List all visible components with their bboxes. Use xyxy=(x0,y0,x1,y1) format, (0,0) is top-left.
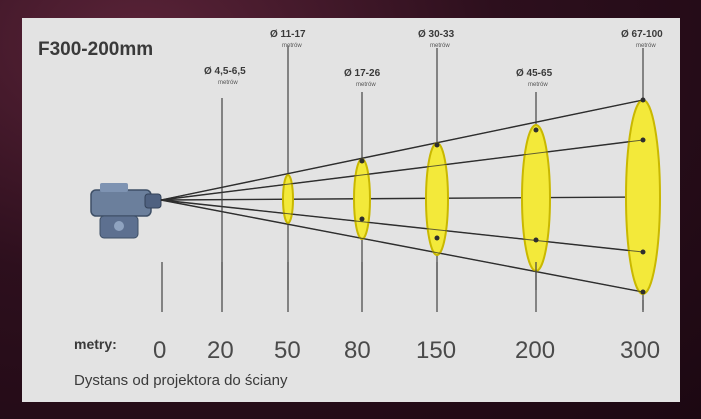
tick-300: 300 xyxy=(620,337,660,364)
diameter-label-300: Ø 67-100 xyxy=(621,29,663,40)
beam-ellipse-80 xyxy=(353,158,371,240)
tick-80: 80 xyxy=(344,337,371,364)
unit-label-150: metrów xyxy=(430,43,450,49)
tick-150: 150 xyxy=(416,337,456,364)
diameter-label-20: Ø 4,5-6,5 xyxy=(204,66,246,77)
unit-label-200: metrów xyxy=(528,82,548,88)
intersection-dots xyxy=(359,97,646,295)
projector-icon xyxy=(90,183,162,239)
tick-200: 200 xyxy=(515,337,555,364)
axis-ticks xyxy=(161,262,644,312)
beam-ellipse-50 xyxy=(282,174,294,224)
distance-axis-label: metry: xyxy=(74,336,117,352)
diameter-label-200: Ø 45-65 xyxy=(516,68,553,79)
unit-label-80: metrów xyxy=(356,82,376,88)
beam-ellipse-300 xyxy=(625,99,661,295)
diameter-label-150: Ø 30-33 xyxy=(418,29,455,40)
beam-ellipses xyxy=(282,99,661,295)
tick-50: 50 xyxy=(274,337,301,364)
distance-ticks: 0 20 50 80 150 200 300 xyxy=(153,337,660,364)
diameter-labels: Ø 4,5-6,5 metrów Ø 11-17 metrów Ø 17-26 … xyxy=(204,29,663,88)
diameter-label-50: Ø 11-17 xyxy=(270,29,306,40)
diagram-caption: Dystans od projektora do ściany xyxy=(74,372,288,389)
unit-label-50: metrów xyxy=(282,43,302,49)
diagram-title: F300-200mm xyxy=(38,39,153,60)
unit-label-20: metrów xyxy=(218,80,238,86)
diameter-label-80: Ø 17-26 xyxy=(344,68,381,79)
unit-label-300: metrów xyxy=(636,43,656,49)
beam-ellipse-200 xyxy=(521,124,551,272)
tick-20: 20 xyxy=(207,337,234,364)
beam-lines xyxy=(160,99,644,293)
tick-0: 0 xyxy=(153,337,166,364)
